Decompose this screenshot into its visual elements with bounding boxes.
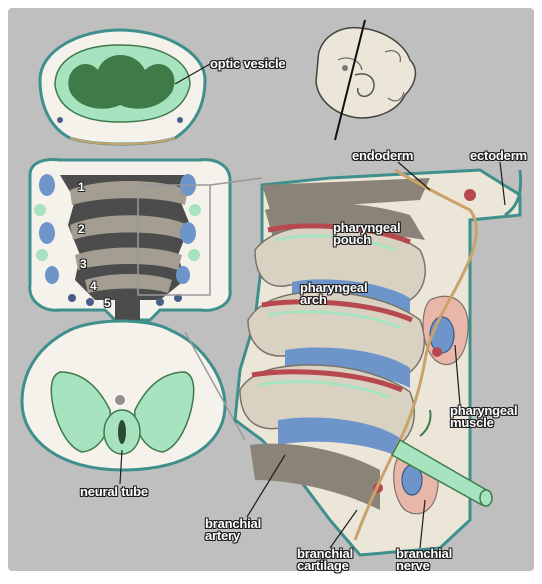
arch-number-3: 3: [80, 257, 87, 271]
label-branchial-artery: branchial artery: [205, 518, 261, 542]
arch-number-5: 5: [104, 296, 111, 310]
label-branchial-nerve: branchial nerve: [396, 548, 452, 572]
label-optic-vesicle: optic vesicle: [210, 58, 285, 70]
label-pharyngeal-pouch: pharyngeal pouch: [333, 222, 400, 246]
arch-number-1: 1: [78, 180, 85, 194]
arch-number-2: 2: [78, 222, 85, 236]
label-pharyngeal-arch: pharyngeal arch: [300, 282, 367, 306]
label-branchial-cartilage: branchial cartilage: [297, 548, 353, 572]
label-endoderm: endoderm: [352, 150, 413, 162]
label-pharyngeal-muscle: pharyngeal muscle: [450, 405, 517, 429]
optic-vesicle-section: [40, 30, 205, 144]
label-neural-tube: neural tube: [80, 486, 148, 498]
arch-number-4: 4: [90, 279, 97, 293]
label-ectoderm: ectoderm: [470, 150, 527, 162]
